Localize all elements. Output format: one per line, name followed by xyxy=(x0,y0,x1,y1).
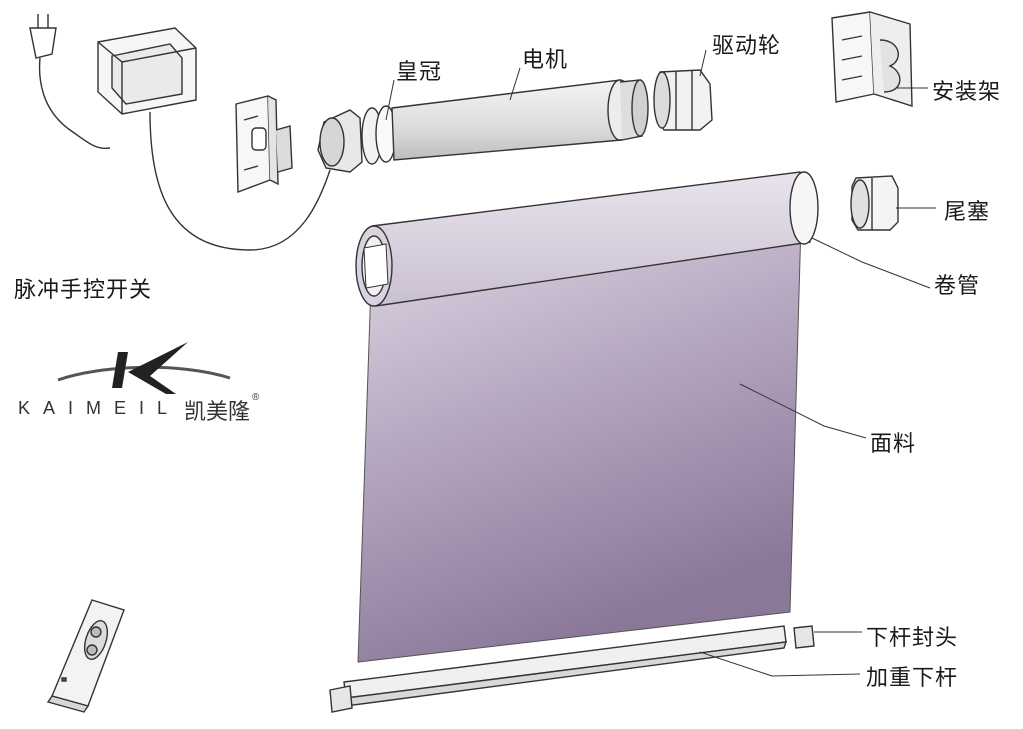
crown-part xyxy=(317,105,397,173)
brand-logo-registered: ® xyxy=(252,392,260,403)
motor-tube xyxy=(391,79,649,161)
label-tube: 卷管 xyxy=(934,274,981,299)
brand-logo-mark xyxy=(57,342,231,394)
label-end-plug: 尾塞 xyxy=(944,200,991,225)
end-plug-part xyxy=(850,175,899,231)
leader-lines xyxy=(385,49,936,677)
drive-wheel-part xyxy=(653,69,713,131)
label-drive-wheel: 驱动轮 xyxy=(712,34,782,59)
label-bottom-rail: 加重下杆 xyxy=(866,666,959,691)
brand-logo-latin: KAIMEIL xyxy=(18,398,181,418)
label-bracket: 安装架 xyxy=(932,80,1002,105)
label-pulse-switch: 脉冲手控开关 xyxy=(14,278,153,303)
label-bottom-rail-cap: 下杆封头 xyxy=(866,626,959,651)
power-plug xyxy=(29,14,111,150)
remote-control xyxy=(46,599,125,713)
mounting-bracket xyxy=(831,11,913,107)
label-fabric: 面料 xyxy=(870,432,917,457)
bottom-rail xyxy=(329,625,815,713)
label-crown: 皇冠 xyxy=(396,60,443,85)
roller-tube xyxy=(355,171,819,307)
label-motor: 电机 xyxy=(522,48,569,73)
brand-logo-chinese: 凯美隆 xyxy=(184,399,251,424)
control-box xyxy=(97,27,331,251)
motor-bracket xyxy=(235,95,293,194)
